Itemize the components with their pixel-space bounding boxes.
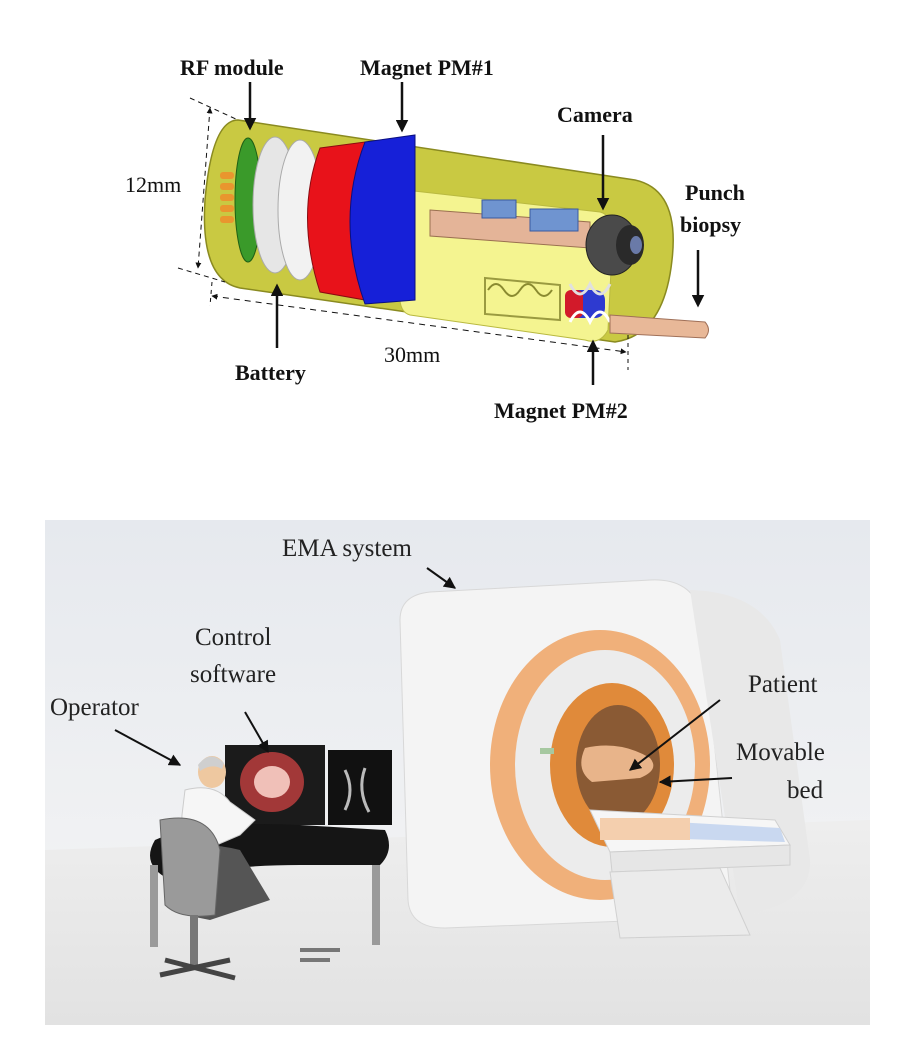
callout-arrows [114, 567, 733, 788]
office-chair [159, 817, 340, 981]
dimension-lines [177, 97, 629, 370]
ema-scene-svg: EMA system Control software Operator Pat… [45, 520, 870, 1025]
label-battery: Battery [235, 360, 306, 385]
punch-biopsy-needle [609, 314, 709, 339]
label-magnet-pm1: Magnet PM#1 [360, 55, 494, 80]
label-operator: Operator [50, 694, 140, 721]
label-diameter: 12mm [125, 172, 181, 197]
ema-system-scene: EMA system Control software Operator Pat… [0, 520, 900, 1025]
camera [585, 214, 644, 276]
label-length: 30mm [384, 342, 440, 367]
capsule-diagram: RF module Magnet PM#1 Camera Punch biops… [0, 0, 900, 470]
foot-pedal [300, 948, 340, 962]
label-control: Control [195, 624, 271, 651]
monitor-right [328, 750, 392, 825]
movable-bed [589, 809, 791, 939]
label-bed: bed [787, 777, 824, 804]
label-magnet-pm2: Magnet PM#2 [494, 398, 628, 423]
capsule-svg: RF module Magnet PM#1 Camera Punch biops… [125, 55, 745, 423]
pcb-board [429, 199, 591, 249]
scanner-indicator [540, 748, 554, 754]
label-movable: Movable [736, 739, 825, 766]
chip-2 [529, 208, 579, 232]
patient [581, 745, 654, 782]
label-ema-system: EMA system [282, 535, 412, 562]
pointer-arrows [243, 82, 705, 385]
label-camera: Camera [557, 102, 633, 127]
label-rf-module: RF module [180, 55, 284, 80]
magnet-pm1 [307, 134, 416, 305]
label-software: software [190, 661, 276, 688]
label-patient: Patient [748, 671, 817, 698]
chip-1 [481, 199, 517, 219]
label-punch: Punch [685, 180, 745, 205]
label-biopsy: biopsy [680, 212, 741, 237]
